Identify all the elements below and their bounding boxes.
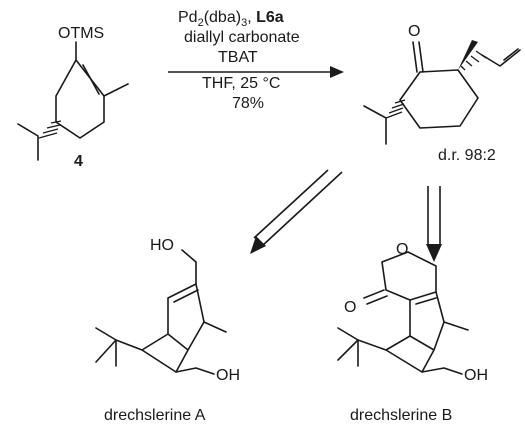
drechslerine-a-ho-label: HO (150, 237, 174, 254)
allyl-double-bond (503, 48, 519, 61)
product-structure: O d.r. 98:2 (363, 23, 521, 164)
otms-label: OTMS (58, 25, 104, 42)
cyclohexene-ring (55, 59, 105, 139)
cyclohexanone-ring (399, 69, 479, 129)
drechslerine-b-methyl (443, 321, 469, 331)
multistep-arrow-right (426, 186, 442, 262)
drechslerine-b-alkene (415, 297, 437, 305)
drechslerine-a-alkene (173, 289, 199, 303)
reaction-arrow-head (330, 66, 344, 78)
methyl-wedge (458, 40, 478, 70)
drechslerine-a-structure: HO OH drechslerine A (95, 237, 240, 424)
drechslerine-a-skeleton (95, 283, 205, 373)
drechslerine-b-structure: O O OH drechslerine B (337, 241, 488, 424)
starting-material-structure: OTMS 4 (17, 25, 129, 170)
drechslerine-a-hydroxymethyl (181, 249, 197, 285)
methyl-bond (103, 83, 129, 97)
allyl-chain (481, 49, 521, 67)
drechslerine-b-ch2oh (421, 367, 463, 375)
drechslerine-a-oh-label: OH (216, 367, 240, 384)
drechslerine-b-isopropyl (337, 327, 359, 367)
diastereomeric-ratio: d.r. 98:2 (438, 147, 496, 164)
drechslerine-a-methyl (203, 321, 227, 333)
drechslerine-b-lactone (381, 251, 437, 301)
drechslerine-b-carbonyl (366, 295, 388, 305)
catalyst-label: Pd2(dba)3, L6a (178, 9, 284, 29)
solvent-temperature: THF, 25 °C (202, 75, 280, 92)
compound-number-4: 4 (74, 153, 83, 170)
reaction-yield: 78% (232, 95, 264, 112)
reaction-conditions: Pd2(dba)3, L6a diallyl carbonate TBAT TH… (168, 9, 344, 112)
drechslerine-a-ch2oh (175, 367, 215, 375)
multistep-arrow-left (250, 169, 343, 254)
carbonyl-bond (418, 41, 424, 73)
isopropyl-group-product (363, 105, 387, 145)
isopropyl-group (17, 123, 39, 161)
reagent-diallyl-carbonate: diallyl carbonate (184, 29, 300, 46)
drechslerine-b-carbonyl-o-label: O (344, 299, 356, 316)
drechslerine-b-name: drechslerine B (350, 407, 452, 424)
drechslerine-a-isopropyl (95, 327, 117, 367)
reagent-tbat: TBAT (218, 49, 258, 66)
drechslerine-a-name: drechslerine A (104, 407, 206, 424)
drechslerine-b-oh-label: OH (464, 367, 488, 384)
drechslerine-b-ring-o-label: O (396, 241, 408, 258)
carbonyl-o-label: O (408, 23, 420, 40)
enol-double-bond (82, 64, 100, 95)
